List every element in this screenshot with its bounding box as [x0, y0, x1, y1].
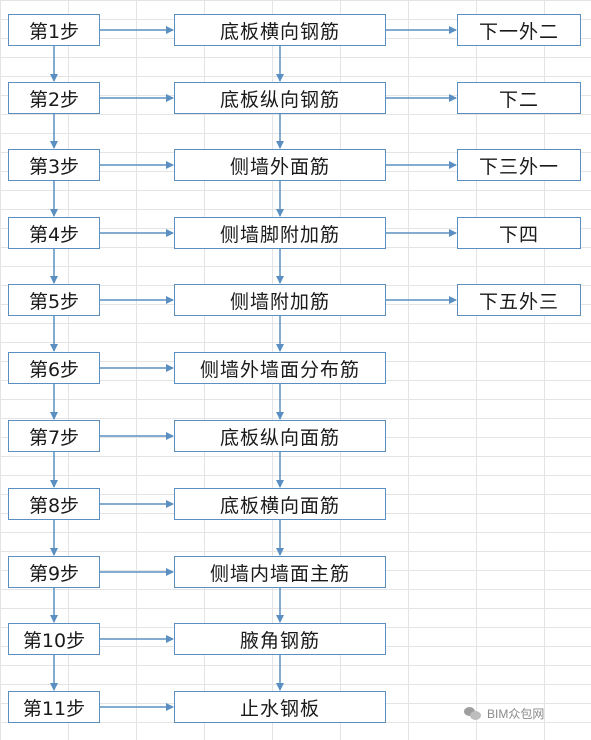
step-box: 第10步: [8, 623, 100, 655]
side-box: 下二: [457, 82, 581, 114]
task-box: 底板纵向面筋: [174, 420, 386, 452]
watermark: BIM众包网: [464, 702, 582, 724]
step-box: 第7步: [8, 420, 100, 452]
task-box: 侧墙附加筋: [174, 284, 386, 316]
step-box: 第2步: [8, 82, 100, 114]
step-box: 第11步: [8, 691, 100, 723]
task-box: 侧墙脚附加筋: [174, 217, 386, 249]
step-box: 第8步: [8, 488, 100, 520]
step-box: 第5步: [8, 284, 100, 316]
step-box: 第1步: [8, 14, 100, 46]
side-box: 下一外二: [457, 14, 581, 46]
task-box: 侧墙外面筋: [174, 149, 386, 181]
task-box: 侧墙外墙面分布筋: [174, 352, 386, 384]
task-box: 腋角钢筋: [174, 623, 386, 655]
task-box: 底板纵向钢筋: [174, 82, 386, 114]
task-box: 止水钢板: [174, 691, 386, 723]
task-box: 底板横向面筋: [174, 488, 386, 520]
watermark-text: BIM众包网: [487, 706, 545, 721]
step-box: 第3步: [8, 149, 100, 181]
task-box: 侧墙内墙面主筋: [174, 556, 386, 588]
step-box: 第4步: [8, 217, 100, 249]
side-box: 下四: [457, 217, 581, 249]
wechat-icon: [464, 706, 482, 721]
step-box: 第6步: [8, 352, 100, 384]
step-box: 第9步: [8, 556, 100, 588]
task-box: 底板横向钢筋: [174, 14, 386, 46]
side-box: 下三外一: [457, 149, 581, 181]
side-box: 下五外三: [457, 284, 581, 316]
